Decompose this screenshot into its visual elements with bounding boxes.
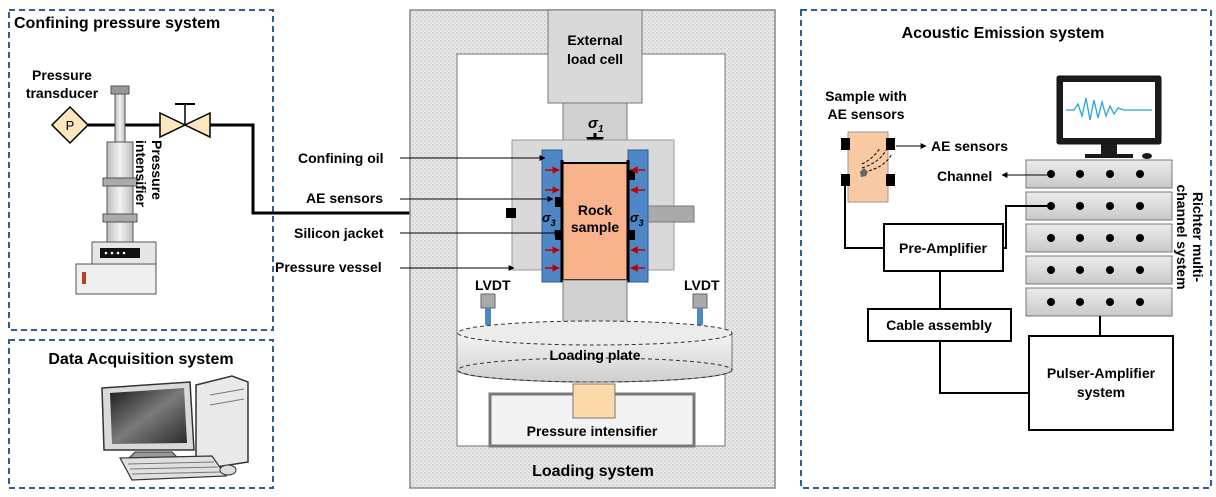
intensifier-cabinet: [75, 263, 157, 295]
intensifier-label-2: intensifier: [133, 140, 149, 207]
pre-amplifier-box: [883, 223, 1004, 272]
ae-sensor-icon: [628, 170, 635, 180]
ae-sensor-icon: [555, 197, 562, 207]
confining-pressure-arrows: [545, 166, 645, 272]
rock-label-2: sample: [571, 219, 619, 235]
pulser-label-2: system: [1077, 384, 1125, 400]
lvdt-left-label: LVDT: [475, 277, 511, 293]
lvdt-right: [692, 293, 708, 309]
pre-amplifier-label: Pre-Amplifier: [899, 240, 987, 256]
ae-sensor-icon: [555, 230, 562, 240]
external-load-cell: [547, 9, 643, 104]
confining-oil-label: Confining oil: [298, 150, 384, 166]
lvdt-left: [480, 293, 496, 309]
acoustic-emission-panel: [800, 9, 1212, 489]
base-intensifier-block: [572, 383, 616, 419]
loading-plate-label: Loading plate: [550, 347, 641, 363]
sample-card: [847, 131, 889, 203]
rock-label-1: Rock: [578, 202, 612, 218]
acoustic-emission-title: Acoustic Emission system: [902, 25, 1105, 42]
ae-sensor-icon: [628, 230, 635, 240]
gauge-letter: P: [66, 118, 75, 133]
cable-assembly-box: [867, 308, 1012, 342]
crack-source-icon: [860, 168, 868, 177]
valve-icon-right: [183, 111, 211, 139]
data-acquisition-title: Data Acquisition system: [48, 351, 233, 368]
confining-title: Confining pressure system: [14, 15, 220, 32]
wire-sensor-preamp: [844, 186, 884, 249]
richter-label-2: channel system: [1174, 184, 1190, 289]
sigma3-left: σ3: [542, 210, 556, 228]
pressure-transducer-label-1: Pressure: [32, 67, 92, 83]
sigma1-label: σ1: [588, 115, 604, 135]
pressure-intensifier-label: Pressure intensifier: [527, 423, 658, 439]
sample-with-ae-label-1: Sample with: [825, 88, 907, 104]
pressure-gauge-icon: [50, 105, 90, 145]
confining-panel: [8, 9, 274, 331]
monitor-icon: [1056, 75, 1162, 159]
intensifier-label-1: Pressure: [149, 140, 165, 200]
pressure-vessel-label: Pressure vessel: [275, 259, 382, 275]
computer-icon: [101, 375, 249, 481]
pulser-amplifier-box: [1028, 335, 1174, 431]
load-cell-label-2: load cell: [567, 51, 623, 67]
valve-icon: [159, 111, 187, 139]
vessel-port: [647, 205, 695, 223]
ae-sensors-label-left: AE sensors: [306, 190, 383, 206]
ae-sensors-label-right: AE sensors: [931, 138, 1008, 154]
intensifier-column: [106, 141, 134, 243]
sample-with-ae-label-2: AE sensors: [827, 106, 904, 122]
intensifier-rod: [114, 91, 126, 143]
silicon-jacket-label: Silicon jacket: [294, 225, 384, 241]
channel-label: Channel: [937, 168, 992, 184]
pressure-transducer-label-2: transducer: [26, 85, 99, 101]
lvdt-right-label: LVDT: [684, 277, 720, 293]
richter-label-1: Richter multi-: [1190, 192, 1206, 283]
sigma3-right: σ3: [630, 210, 644, 228]
load-cell-label-1: External: [567, 32, 622, 48]
pipe-to-vessel: [210, 123, 512, 215]
cable-assembly-label: Cable assembly: [886, 317, 992, 333]
pulser-label-1: Pulser-Amplifier: [1047, 365, 1156, 381]
richter-rack: [1025, 159, 1173, 317]
wire-cable-pulser: [939, 341, 1029, 394]
wire-preamp-rack: [1003, 205, 1047, 249]
data-acquisition-panel: [8, 339, 274, 489]
loading-title: Loading system: [532, 463, 654, 480]
